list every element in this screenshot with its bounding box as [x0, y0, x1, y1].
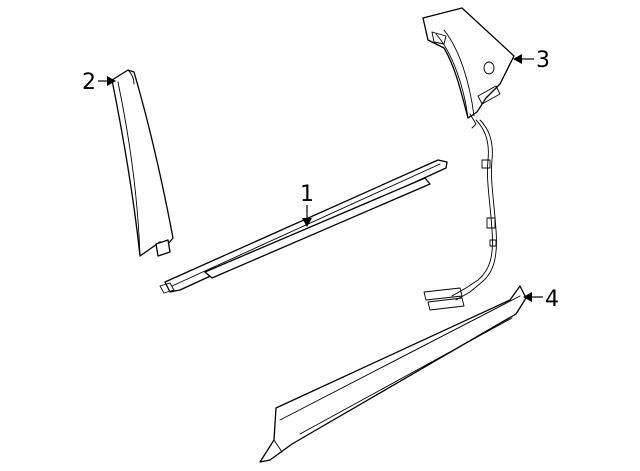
part-3-quarter-trim: [422, 7, 515, 129]
callout-2: 2: [82, 70, 116, 95]
callout-1-label: 1: [300, 182, 314, 207]
callout-2-label: 2: [82, 70, 96, 95]
callout-4-label: 4: [545, 287, 559, 312]
callout-2-arrow: [107, 76, 116, 86]
part-4-sill-trim: [259, 285, 527, 463]
callout-3: 3: [513, 48, 550, 73]
part-1-weatherstrip: [159, 159, 448, 294]
callout-3-arrow: [513, 54, 522, 64]
callout-1-arrow: [302, 218, 312, 227]
wiring-harness: [423, 119, 497, 311]
callout-4-arrow: [523, 292, 532, 302]
callout-1: 1: [300, 182, 314, 227]
callout-4: 4: [523, 287, 559, 312]
callout-3-label: 3: [536, 48, 550, 73]
part-2-pillar-trim: [111, 69, 174, 257]
